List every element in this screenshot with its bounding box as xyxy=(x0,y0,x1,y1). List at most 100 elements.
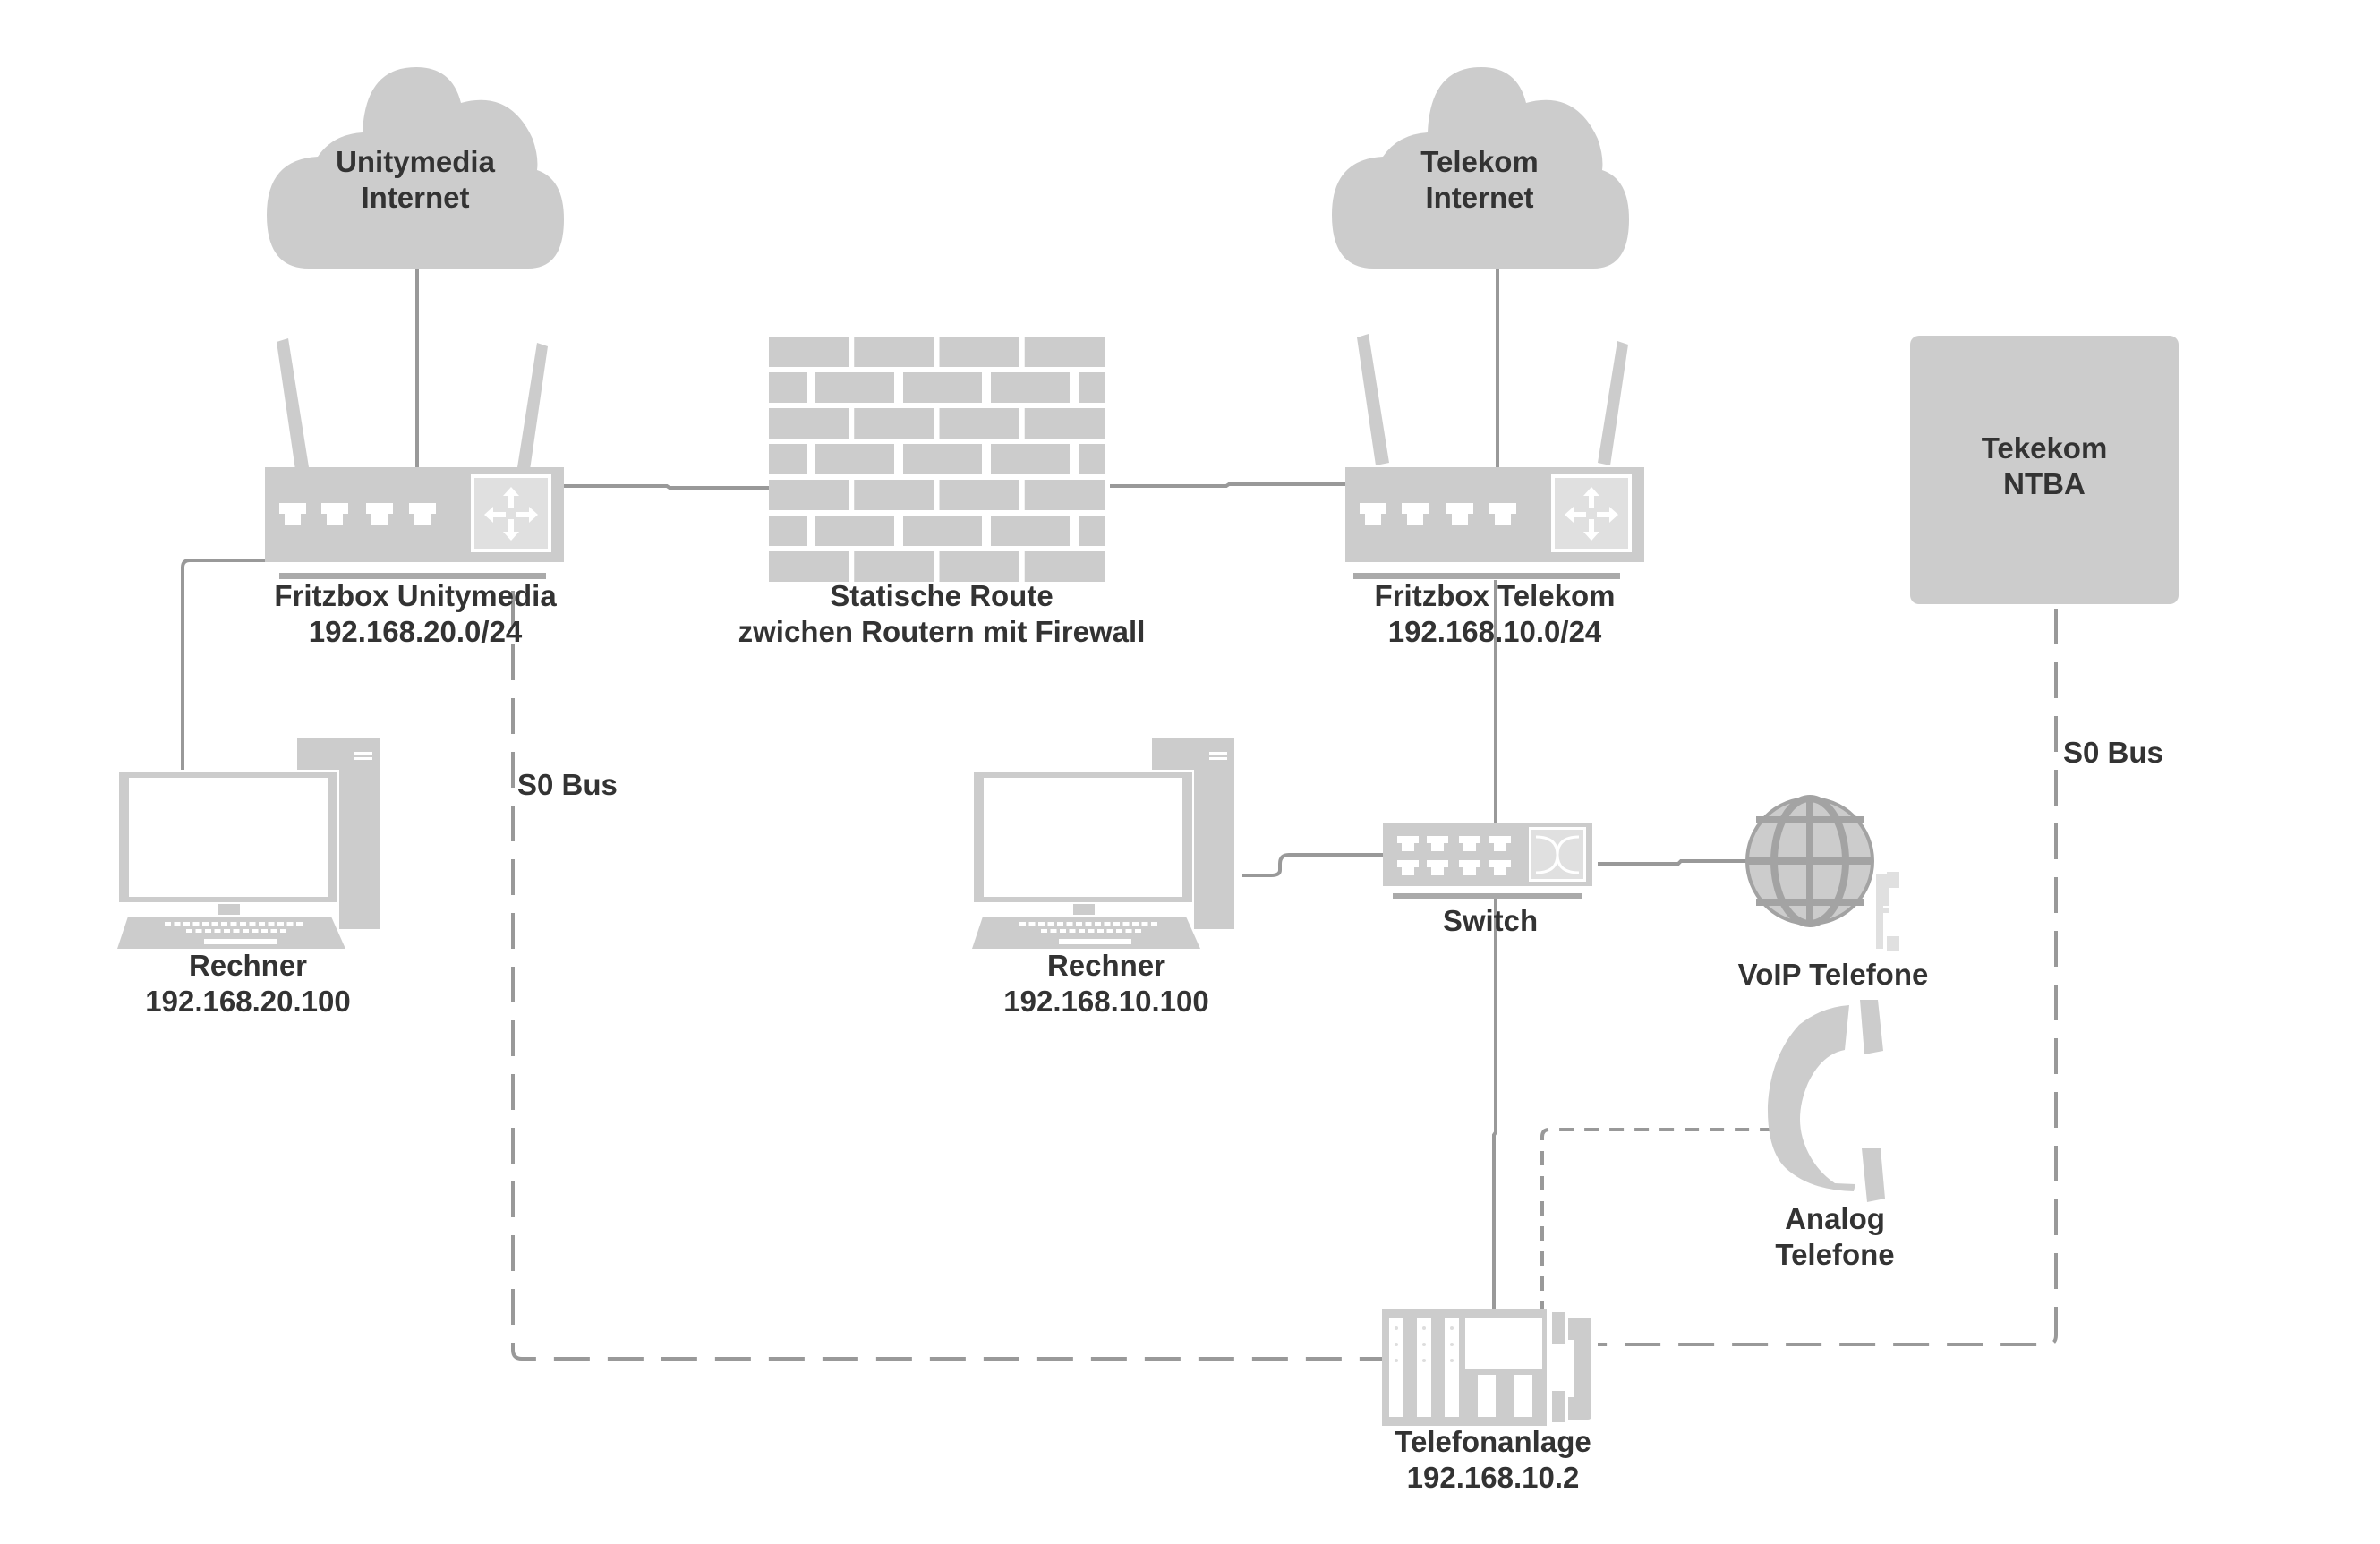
firewall-brick xyxy=(854,408,934,439)
node-cloud-unitymedia[interactable]: Unitymedia Internet xyxy=(267,67,564,269)
firewall-brick xyxy=(769,408,849,439)
keyboard-key xyxy=(1095,922,1101,926)
keyboard-key xyxy=(296,922,303,926)
analog-label-line1: Analog xyxy=(1785,1202,1885,1235)
keyboard-key xyxy=(195,929,202,933)
s0-bus-label-right: S0 Bus xyxy=(2063,736,2163,769)
node-ntba[interactable]: Tekekom NTBA xyxy=(1910,336,2179,604)
firewall-brick xyxy=(854,551,934,582)
node-analog[interactable]: Analog Telefone xyxy=(1767,1000,1895,1271)
pbx-icon xyxy=(1382,1309,1591,1426)
firewall-brick xyxy=(1024,480,1105,510)
firewall-brick xyxy=(769,516,807,546)
analog-label-line2: Telefone xyxy=(1775,1238,1894,1271)
keyboard-key xyxy=(221,922,227,926)
keyboard-key xyxy=(1151,922,1157,926)
firewall-brick xyxy=(903,516,982,546)
node-firewall[interactable]: Statische Route zwichen Routern mit Fire… xyxy=(738,337,1146,648)
keyboard-key xyxy=(183,922,190,926)
node-pc-left[interactable]: Rechner 192.168.20.100 xyxy=(117,738,380,1018)
node-switch[interactable]: Switch xyxy=(1383,823,1592,937)
keyboard-key xyxy=(202,922,209,926)
s0-bus-label-left: S0 Bus xyxy=(517,768,618,801)
switch-icon xyxy=(1383,823,1592,899)
connectors xyxy=(181,269,2058,1361)
keyboard-key xyxy=(1076,922,1082,926)
box-icon xyxy=(1910,336,2179,604)
keyboard-key xyxy=(205,929,211,933)
router-telekom-label-line1: Fritzbox Telekom xyxy=(1375,579,1616,612)
keyboard-key xyxy=(214,929,221,933)
keyboard-key xyxy=(268,922,275,926)
keyboard-key xyxy=(1088,929,1095,933)
keyboard-key xyxy=(1106,929,1113,933)
pbx-label-line2: 192.168.10.2 xyxy=(1407,1461,1580,1494)
keyboard-key xyxy=(1079,929,1085,933)
edge-switch-pc-mid[interactable] xyxy=(1242,853,1393,877)
keyboard-key xyxy=(252,929,259,933)
keyboard-key xyxy=(1057,922,1063,926)
router-telekom-label-line2: 192.168.10.0/24 xyxy=(1388,615,1602,648)
firewall-brick xyxy=(1024,551,1105,582)
keyboard-key xyxy=(1038,922,1045,926)
node-voip[interactable]: VoIP Telefone xyxy=(1738,795,1929,991)
node-pc-mid[interactable]: Rechner 192.168.10.100 xyxy=(972,738,1234,1018)
keyboard-key xyxy=(192,922,200,926)
edge-switch-voip[interactable] xyxy=(1598,859,1754,866)
keyboard-key xyxy=(286,922,294,926)
node-router-telekom[interactable]: Fritzbox Telekom 192.168.10.0/24 xyxy=(1345,334,1644,648)
desktop-computer-icon xyxy=(972,738,1234,958)
keyboard-key xyxy=(174,922,181,926)
keyboard-key xyxy=(1069,929,1076,933)
firewall-brick xyxy=(939,480,1019,510)
cloud-icon xyxy=(1332,67,1629,269)
pc-left-label-line1: Rechner xyxy=(189,949,307,982)
node-cloud-telekom[interactable]: Telekom Internet xyxy=(1332,67,1629,269)
firewall-brick xyxy=(991,372,1070,403)
switch-label: Switch xyxy=(1443,904,1538,937)
router-icon xyxy=(1345,334,1644,579)
globe-phone-icon xyxy=(1745,795,1899,951)
firewall-brick xyxy=(903,372,982,403)
pbx-label-line1: Telefonanlage xyxy=(1395,1425,1591,1458)
firewall-brick xyxy=(769,337,849,367)
keyboard-key xyxy=(1116,929,1122,933)
keyboard-key xyxy=(270,929,277,933)
cloud-unitymedia-label-line1: Unitymedia xyxy=(336,145,496,178)
cloud-icon xyxy=(267,67,564,269)
cloud-unitymedia-label-line2: Internet xyxy=(361,181,469,214)
cloud-telekom-label-line2: Internet xyxy=(1425,181,1533,214)
voip-label: VoIP Telefone xyxy=(1738,958,1929,991)
firewall-brick xyxy=(939,408,1019,439)
firewall-brick xyxy=(1024,337,1105,367)
keyboard-key xyxy=(1097,929,1104,933)
edge-router-unitymedia-pc-left[interactable] xyxy=(181,559,265,772)
firewall-brick xyxy=(769,551,849,582)
keyboard-key xyxy=(1047,922,1054,926)
pc-mid-label-line2: 192.168.10.100 xyxy=(1003,985,1208,1018)
firewall-brick xyxy=(939,337,1019,367)
edge-switch-pbx[interactable] xyxy=(1492,895,1497,1316)
keyboard-key xyxy=(1028,922,1036,926)
firewall-brick xyxy=(991,444,1070,474)
firewall-brick xyxy=(1079,372,1105,403)
ntba-label-line2: NTBA xyxy=(2003,467,2086,500)
keyboard-key xyxy=(243,929,249,933)
edge-pbx-analog[interactable] xyxy=(1540,1128,1781,1316)
keyboard-key xyxy=(233,929,240,933)
router-unitymedia-label-line1: Fritzbox Unitymedia xyxy=(274,579,557,612)
node-pbx[interactable]: Telefonanlage 192.168.10.2 xyxy=(1382,1309,1591,1494)
pc-mid-label-line1: Rechner xyxy=(1047,949,1165,982)
edge-s0-bus-right[interactable] xyxy=(1598,609,2058,1346)
firewall-brick xyxy=(769,480,849,510)
keyboard-key xyxy=(1060,929,1066,933)
firewall-icon xyxy=(769,337,1105,582)
keyboard-key xyxy=(1141,922,1148,926)
edge-firewall-router-telekom[interactable] xyxy=(1110,482,1347,488)
edge-router-unitymedia-firewall[interactable] xyxy=(564,484,779,490)
node-router-unitymedia[interactable]: Fritzbox Unitymedia 192.168.20.0/24 xyxy=(265,338,564,648)
handset-icon xyxy=(1767,1000,1885,1202)
keyboard-key xyxy=(280,929,286,933)
keyboard-spacebar xyxy=(1059,939,1131,944)
edge-s0-bus-left[interactable] xyxy=(511,591,1393,1361)
